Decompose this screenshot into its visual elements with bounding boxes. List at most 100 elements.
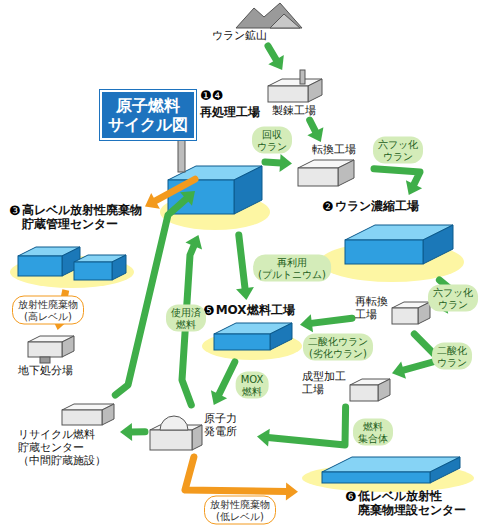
flow-label: 使用済 燃料 [166, 305, 206, 332]
callout-number: ❷ [322, 199, 334, 215]
building-side [62, 336, 74, 357]
label-group: ウラン鉱山 [212, 29, 267, 42]
facility-node: 転換工場 [292, 142, 374, 190]
label-group: 再転換 工場 [355, 295, 388, 321]
building-front [150, 430, 192, 450]
flow-arrow [374, 169, 422, 195]
flow-label: 六フッ化 ウラン [373, 137, 423, 164]
building-side [308, 79, 322, 102]
building [214, 323, 292, 350]
facility-label: 成型加工 工場 [302, 370, 346, 396]
facility-label: 地下処分場 [18, 364, 73, 377]
label-group: ❻低レベル放射性 廃棄物埋設センター [345, 489, 466, 518]
flow-label: 燃料 集合体 [353, 419, 393, 446]
label-group: 地下処分場 [18, 364, 73, 377]
building [28, 336, 74, 357]
flow-line [265, 162, 281, 163]
flow-line [268, 407, 346, 445]
building-side [423, 225, 453, 264]
flow-arrow [268, 46, 284, 70]
building-front [345, 240, 423, 264]
facility-node: 成型加工 工場 [300, 365, 392, 407]
flow-label: 再利用 (プルトニウム) [253, 255, 331, 282]
facility-node: ❷ウラン濃縮工場 [318, 195, 458, 280]
flow-label: 六フッ化 ウラン [428, 285, 478, 312]
flow-label: 回収 ウラン [252, 127, 292, 154]
diagram-title: 原子燃料 サイクル図 [100, 90, 196, 140]
flow-arrow [211, 362, 235, 405]
building-side [102, 404, 114, 425]
facility-label: 再転換 工場 [355, 295, 388, 321]
building-side [112, 255, 126, 280]
flow-line [268, 46, 277, 61]
facility-label: 高レベル放射性廃棄物 貯蔵管理センター [22, 203, 142, 232]
flow-line [239, 235, 245, 289]
flow-arrow [307, 120, 323, 142]
callout-number: ❸ [9, 203, 21, 219]
facility-label: 再処理工場 [200, 105, 260, 119]
facility-label: 製錬工場 [272, 104, 316, 117]
flow-line [310, 120, 316, 132]
label-group: ❷ウラン濃縮工場 [322, 199, 419, 215]
chimney [300, 70, 305, 84]
label-group: ❸高レベル放射性廃棄物 貯蔵管理センター [9, 203, 142, 232]
label-group: 原子力 発電所 [204, 412, 237, 438]
facility-node: ❸高レベル放射性廃棄物 貯蔵管理センター [5, 200, 145, 290]
flow-label: 放射性廃棄物 (低レベル) [204, 496, 276, 525]
facility-node: ❺MOX燃料工場 [200, 300, 300, 362]
building-front [62, 410, 102, 425]
facility-label: ウラン鉱山 [212, 29, 267, 42]
label-group: ❺MOX燃料工場 [203, 303, 295, 319]
building [392, 302, 430, 324]
facility-label: リサイクル燃料 貯蔵センター （中間貯蔵施設） [18, 428, 106, 468]
flow-line [115, 198, 187, 395]
flow-arrow [115, 191, 195, 395]
building-front [298, 168, 338, 186]
building-front [214, 334, 270, 350]
building [350, 379, 390, 401]
flow-arrow [120, 423, 145, 441]
facility-label: 低レベル放射性 廃棄物埋設センター [358, 489, 466, 518]
building-front [350, 385, 378, 401]
label-group: リサイクル燃料 貯蔵センター （中間貯蔵施設） [18, 428, 106, 468]
label-group: ❶❹再処理工場 [200, 88, 260, 119]
facility-label: ウラン濃縮工場 [335, 199, 419, 213]
building [298, 160, 354, 186]
mountain [236, 3, 302, 28]
facility-node: ウラン鉱山 [205, 2, 305, 46]
flow-arrow [236, 235, 254, 300]
building-front [18, 256, 62, 276]
label-group: 製錬工場 [272, 104, 316, 117]
building [345, 225, 453, 264]
flow-label: 二酸化ウラン (劣化ウラン) [303, 334, 373, 361]
building-front [392, 308, 418, 324]
facility-node: ❻低レベル放射性 廃棄物埋設センター [298, 458, 476, 528]
facility-label: 原子力 発電所 [204, 412, 237, 438]
building-side [378, 379, 390, 401]
building [18, 247, 80, 276]
flow-line [311, 318, 352, 323]
building-side [430, 457, 460, 483]
flow-line [155, 179, 195, 201]
label-group: 成型加工 工場 [302, 370, 346, 396]
facility-node: 製錬工場 [262, 70, 332, 120]
callout-number: ❻ [345, 489, 357, 505]
building [268, 79, 322, 102]
building [62, 404, 114, 425]
building-side [192, 425, 202, 450]
building-front [28, 342, 62, 357]
facility-node: 原子力 発電所 [145, 405, 257, 457]
flow-label: 放射性廃棄物 (高レベル) [12, 296, 84, 325]
flow-arrow [300, 314, 352, 332]
mountain [270, 14, 300, 28]
building-side [234, 166, 262, 214]
flow-arrow [265, 154, 292, 172]
building-front [322, 472, 430, 483]
flow-label: MOX 燃料 [236, 372, 269, 399]
flow-line [219, 362, 235, 395]
facility-label: MOX燃料工場 [216, 303, 295, 317]
facility-node: 地下処分場 [10, 330, 95, 380]
flow-label: 二酸化 ウラン [432, 343, 472, 370]
facility-label: 転換工場 [312, 143, 356, 156]
shaft [40, 357, 50, 363]
